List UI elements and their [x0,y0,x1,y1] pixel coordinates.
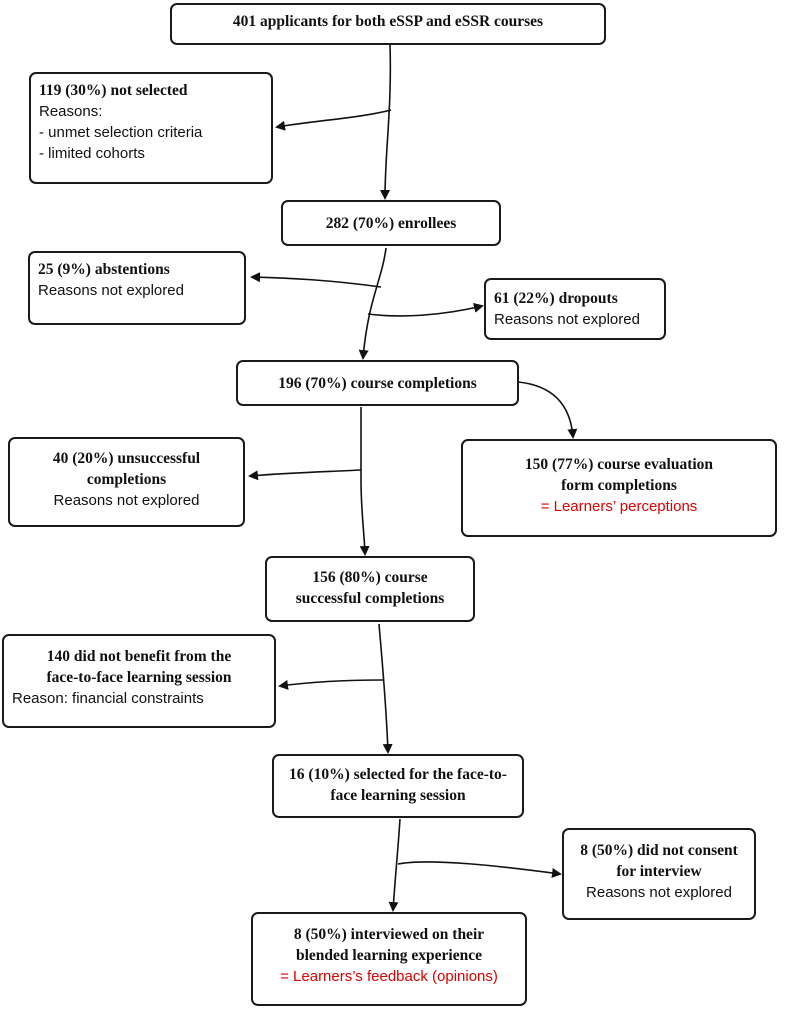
not-selected-reason-2: - limited cohorts [39,145,145,162]
connector-enrollees-to-completions [358,247,387,360]
abstentions-title: 25 (9%) abstentions [38,261,170,278]
dropouts-reason: Reasons not explored [494,311,640,328]
connector-to-abstentions [250,272,382,288]
selected-f2f-box: 16 (10%) selected for the face-to- face … [272,754,524,818]
applicants-box: 401 applicants for both eSSP and eSSR co… [170,3,606,45]
abstentions-box: 25 (9%) abstentions Reasons not explored [28,251,246,325]
not-selected-box: 119 (30%) not selected Reasons: - unmet … [29,72,273,184]
connector-to-no-consent [397,861,562,878]
successful-title-line1: 156 (80%) course [312,569,428,586]
not-selected-title: 119 (30%) not selected [39,82,188,99]
not-selected-reason-1: - unmet selection criteria [39,124,203,141]
connector-selected-to-interviewed [388,818,401,912]
selected-f2f-title-line2: face learning session [330,787,466,804]
abstentions-reason: Reasons not explored [38,282,184,299]
unsuccessful-title-line2: completions [86,471,167,488]
enrollees-title: 282 (70%) enrollees [325,215,457,232]
no-consent-box: 8 (50%) did not consent for interview Re… [562,828,756,920]
no-benefit-title-line1: 140 did not benefit from the [46,648,232,665]
enrollees-box: 282 (70%) enrollees [281,200,501,246]
no-benefit-title-line2: face-to-face learning session [46,669,232,686]
connector-to-dropouts [367,302,484,317]
no-consent-title-line1: 8 (50%) did not consent [580,842,738,859]
no-benefit-reason: Reason: financial constraints [12,690,204,707]
no-consent-title-line2: for interview [616,863,702,880]
selected-f2f-title-line1: 16 (10%) selected for the face-to- [289,766,507,783]
evaluation-title-line1: 150 (77%) course evaluation [524,456,714,473]
applicants-title: 401 applicants for both eSSP and eSSR co… [232,13,544,30]
no-consent-reason: Reasons not explored [586,884,732,901]
successful-title-line2: successful completions [295,590,445,607]
connector-to-no-benefit [278,679,384,690]
unsuccessful-title-line1: 40 (20%) unsuccessful [52,450,201,467]
connector-applicants-to-enrollees [380,43,392,200]
connector-to-unsuccessful [248,469,362,481]
interviewed-note: = Learners’s feedback (opinions) [280,968,498,985]
interviewed-title-line1: 8 (50%) interviewed on their [293,926,485,943]
dropouts-title: 61 (22%) dropouts [494,290,618,307]
connector-to-evaluation [517,381,578,439]
completions-box: 196 (70%) course completions [236,360,519,406]
unsuccessful-box: 40 (20%) unsuccessful completions Reason… [8,437,245,527]
interviewed-box: 8 (50%) interviewed on their blended lea… [251,912,527,1006]
connector-successful-to-selected [378,623,393,754]
dropouts-box: 61 (22%) dropouts Reasons not explored [484,278,666,340]
unsuccessful-reason: Reasons not explored [53,492,200,509]
evaluation-title-line2: form completions [561,477,677,494]
not-selected-reasons-label: Reasons: [39,103,103,120]
evaluation-box: 150 (77%) course evaluation form complet… [461,439,777,537]
completions-title: 196 (70%) course completions [278,375,477,392]
interviewed-title-line2: blended learning experience [296,947,482,964]
successful-box: 156 (80%) course successful completions [265,556,475,622]
connector-completions-to-successful [359,407,370,556]
evaluation-note: = Learners’ perceptions [540,498,698,515]
connector-to-not-selected [275,109,392,131]
no-benefit-box: 140 did not benefit from the face-to-fac… [2,634,276,728]
